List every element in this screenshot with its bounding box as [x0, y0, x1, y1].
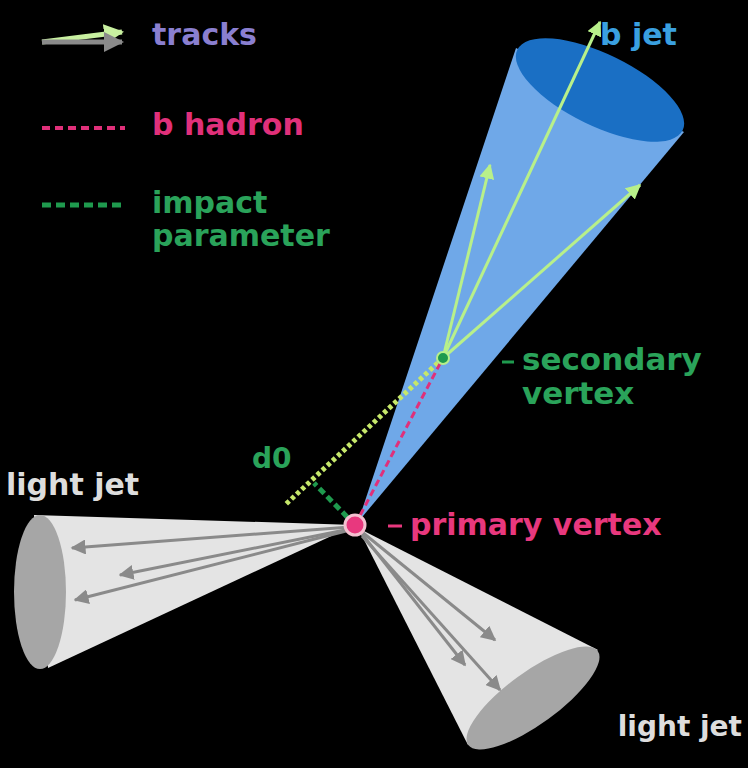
vertex-label: primary vertex [410, 508, 662, 541]
legend-text: b hadron [152, 108, 304, 141]
parameter-label: d0 [252, 444, 292, 475]
b-jet-cone [358, 17, 698, 522]
jet-label: b jet [600, 18, 677, 51]
leader-dash [502, 361, 514, 364]
vertex-label: secondary vertex [522, 342, 722, 410]
track-extrapolation [285, 358, 443, 505]
jet-label: light jet [6, 468, 139, 501]
primary-vertex-dot [345, 515, 365, 535]
legend-hadron-sample [42, 126, 125, 130]
leader-dash [388, 525, 402, 528]
secondary-vertex-dot [437, 352, 449, 364]
light-jet-left [14, 515, 355, 669]
legend-impact-sample [42, 203, 125, 208]
jet-label: light jet [618, 712, 742, 743]
legend-track-sample [42, 32, 122, 42]
light-jet-right [358, 528, 613, 766]
legend-text: impact parameter [152, 186, 327, 252]
legend-text: tracks [152, 18, 257, 51]
b-hadron-path [355, 358, 443, 525]
